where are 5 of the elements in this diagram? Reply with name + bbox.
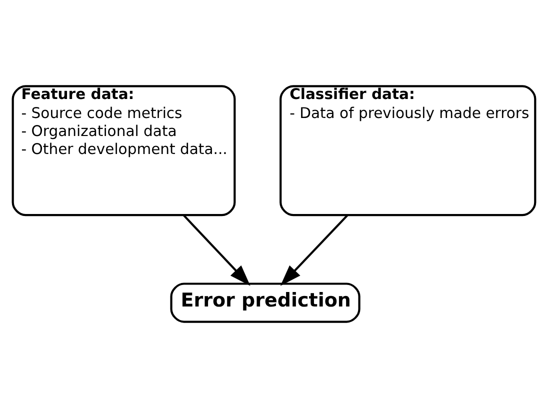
node-box: Classifier data: - Data of previously made errors <box>280 84 536 216</box>
arrow <box>183 214 250 286</box>
arrow <box>280 214 348 286</box>
node-box: Error prediction <box>170 282 360 322</box>
node-box: Feature data: - Source code metrics - Organizational data - Other development data... <box>12 84 236 216</box>
